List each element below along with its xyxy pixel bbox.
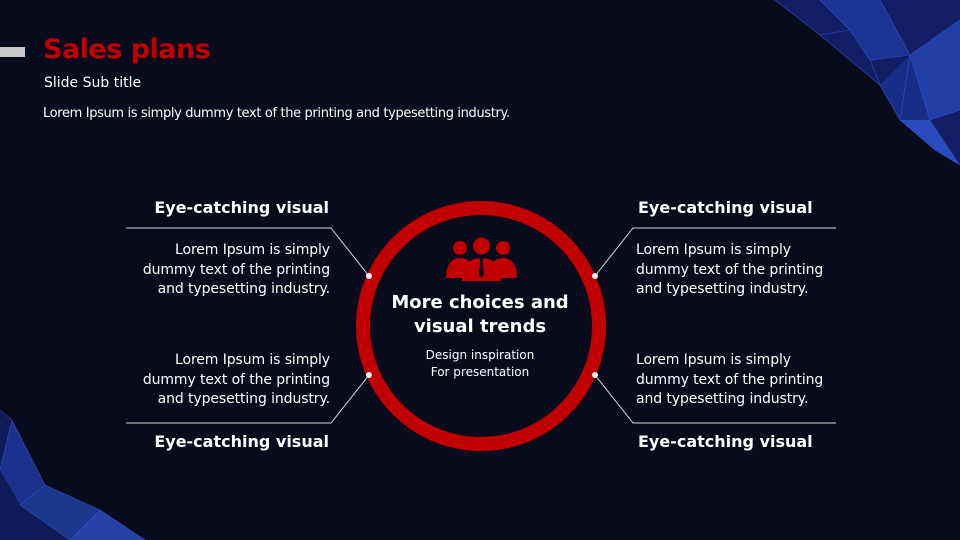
desc-line: and typesetting industry. <box>636 391 809 407</box>
connector-bottom-left <box>126 374 370 424</box>
center-title-line2: visual trends <box>413 316 547 337</box>
center-subtitle: Design inspiration For presentation <box>380 347 580 381</box>
center-title: More choices and visual trends <box>380 291 580 339</box>
connector-dot-bottom-left <box>366 372 372 378</box>
desc-line: and typesetting industry. <box>636 281 809 297</box>
connector-dot-top-right <box>592 273 598 279</box>
slide-title: Sales plans <box>43 34 211 65</box>
item-heading-bottom-right: Eye-catching visual <box>638 432 813 451</box>
slide-body-text: Lorem Ipsum is simply dummy text of the … <box>43 106 510 121</box>
desc-line: dummy text of the printing <box>142 261 330 278</box>
center-title-line1: More choices and <box>391 292 569 313</box>
desc-line: dummy text of the printing <box>636 261 824 278</box>
item-description-top-right: Lorem Ipsum is simply dummy text of the … <box>636 241 851 300</box>
desc-line: Lorem Ipsum is simply <box>175 242 330 258</box>
desc-line: Lorem Ipsum is simply <box>636 352 791 368</box>
desc-line: and typesetting industry. <box>157 281 330 297</box>
desc-line: and typesetting industry. <box>157 391 330 407</box>
item-description-bottom-right: Lorem Ipsum is simply dummy text of the … <box>636 351 851 410</box>
desc-line: Lorem Ipsum is simply <box>636 242 791 258</box>
center-subtitle-line2: For presentation <box>430 365 530 379</box>
item-description-top-left: Lorem Ipsum is simply dummy text of the … <box>115 241 330 300</box>
slide-subtitle: Slide Sub title <box>44 75 142 91</box>
connector-bottom-right <box>594 374 836 424</box>
item-heading-top-left: Eye-catching visual <box>154 198 329 217</box>
center-ring <box>356 201 606 451</box>
item-heading-top-right: Eye-catching visual <box>638 198 813 217</box>
desc-line: dummy text of the printing <box>142 371 330 388</box>
connector-dot-bottom-right <box>592 372 598 378</box>
center-subtitle-line1: Design inspiration <box>425 348 535 362</box>
item-heading-bottom-left: Eye-catching visual <box>154 432 329 451</box>
desc-line: Lorem Ipsum is simply <box>175 352 330 368</box>
connector-dot-top-left <box>366 273 372 279</box>
desc-line: dummy text of the printing <box>636 371 824 388</box>
people-group-icon <box>446 237 517 281</box>
item-description-bottom-left: Lorem Ipsum is simply dummy text of the … <box>115 351 330 410</box>
decorative-polygon-bottom-left <box>0 410 146 540</box>
connector-top-left <box>126 227 370 277</box>
connector-top-right <box>594 227 836 277</box>
decorative-polygon-top-right <box>774 0 960 166</box>
title-accent-bar <box>0 47 25 57</box>
